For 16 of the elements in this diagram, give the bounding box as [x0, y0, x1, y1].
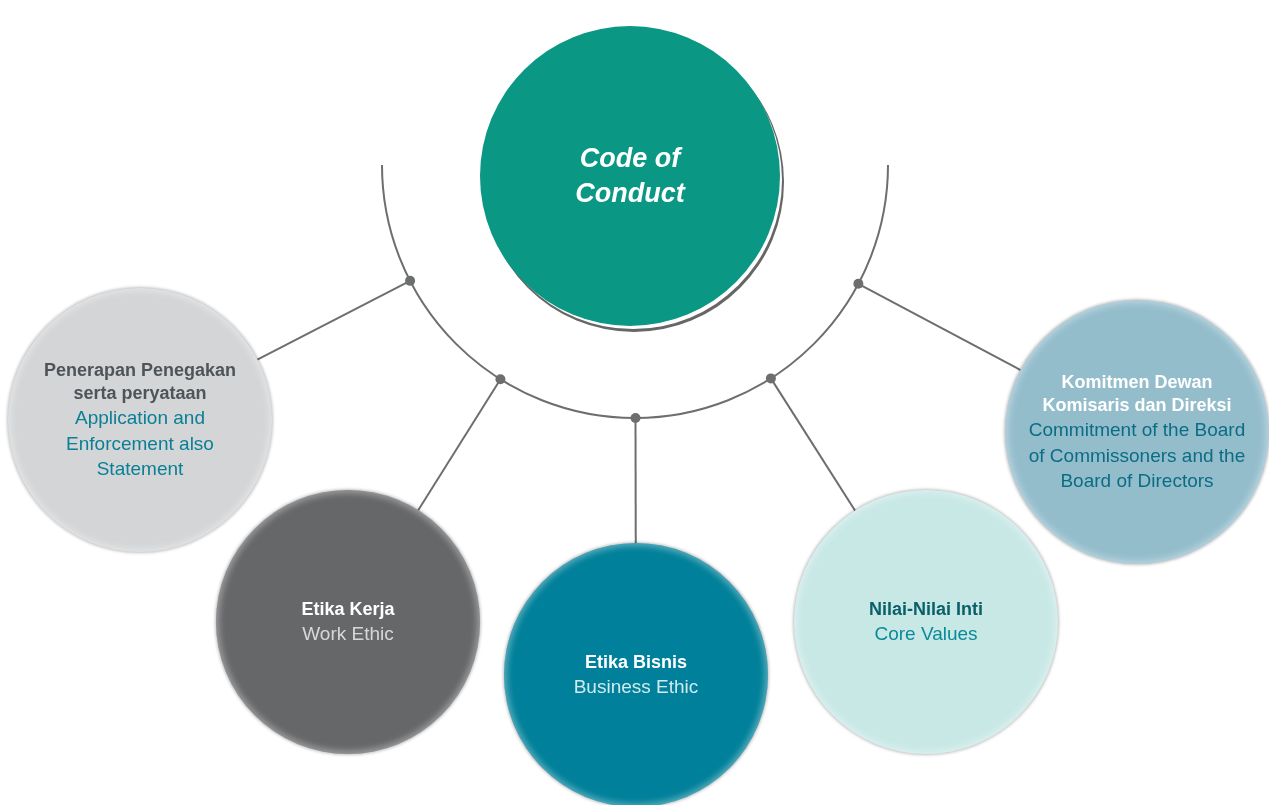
connector-line	[630, 413, 641, 544]
node-subtitle: Commitment of the Board of Commissoners and the Board of Directors	[1027, 418, 1247, 493]
node-subtitle: Business Ethic	[573, 675, 699, 700]
node-title: Penerapan Penegakan serta peryataan	[42, 358, 238, 406]
node-subtitle: Work Ethic	[302, 622, 394, 647]
connector-line	[765, 373, 857, 512]
node-title: Nilai-Nilai Inti	[869, 597, 983, 621]
node-subtitle: Application and Enforcement also Statement	[65, 406, 215, 481]
node-title: Code of Conduct	[574, 141, 687, 210]
connector-line	[853, 278, 1022, 371]
node-subtitle: Core Values	[874, 622, 978, 647]
node-title: Etika Bisnis	[584, 650, 687, 674]
node-title: Etika Kerja	[301, 597, 395, 621]
connector-line	[417, 374, 506, 512]
connector-line	[256, 275, 416, 361]
node-title: Komitmen Dewan Komisaris dan Direksi	[1041, 370, 1233, 418]
